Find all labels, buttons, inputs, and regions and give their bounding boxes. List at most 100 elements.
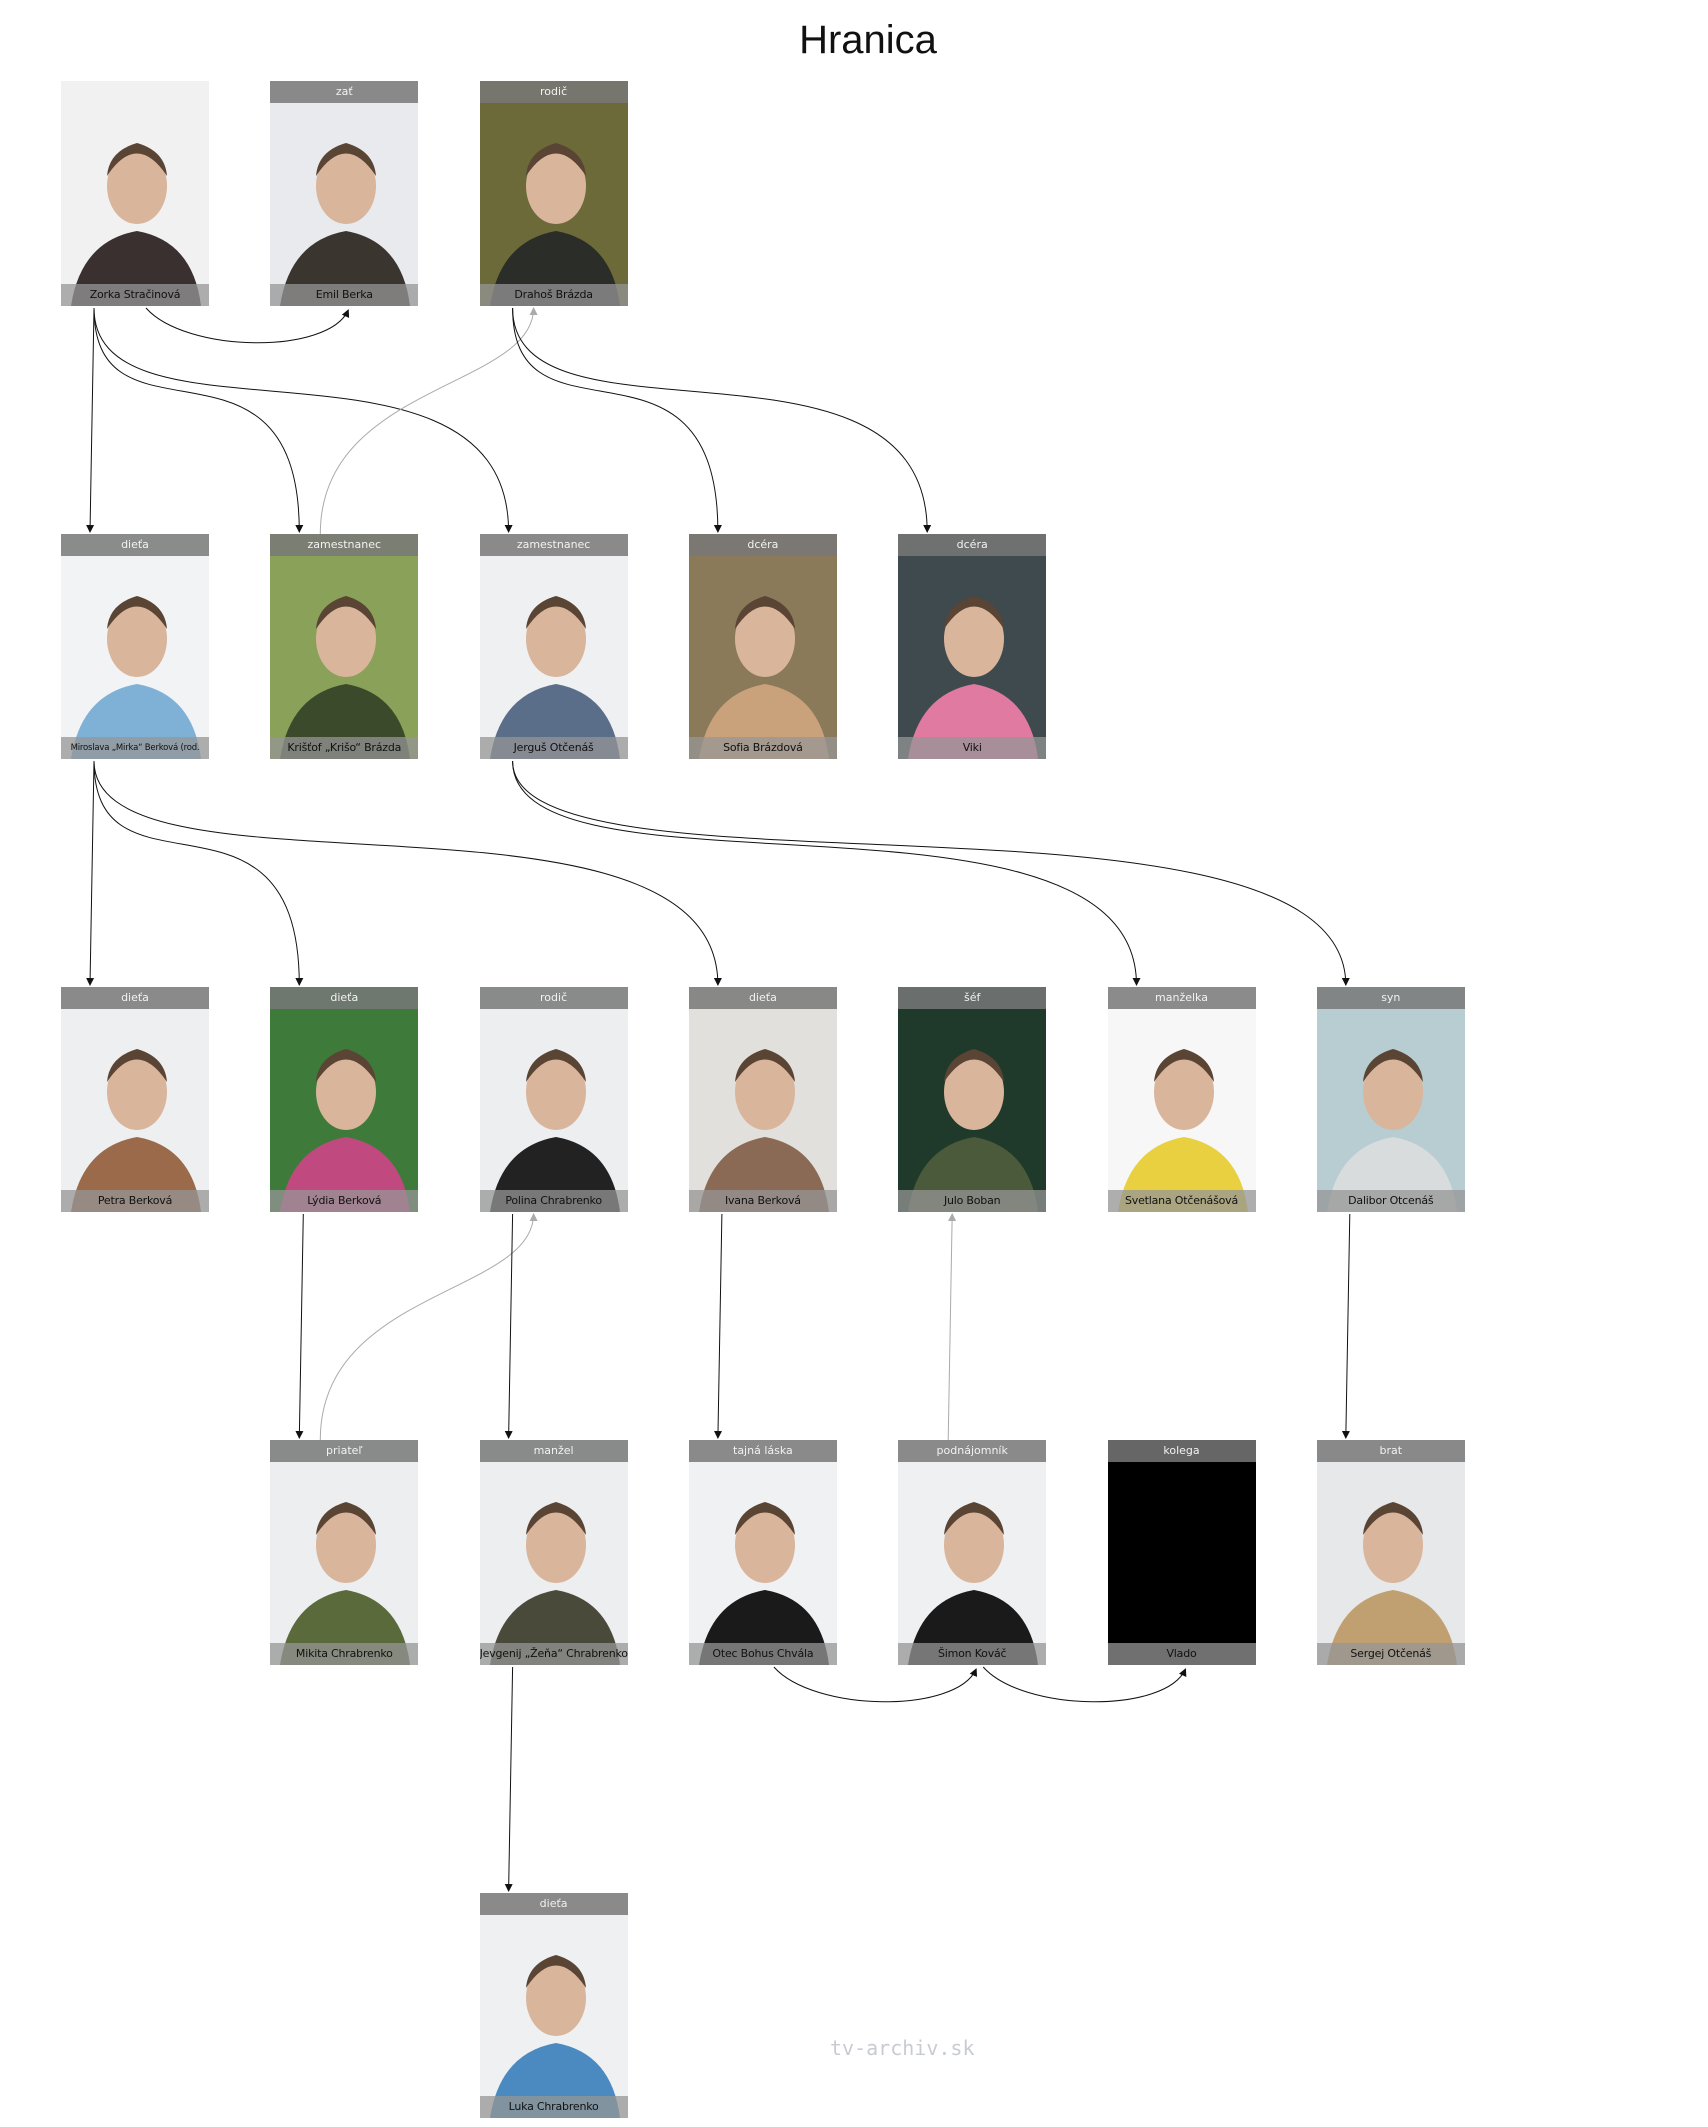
person-silhouette-icon bbox=[280, 1502, 411, 1665]
person-name: Jerguš Otčenáš bbox=[479, 737, 628, 759]
portrait-photo bbox=[61, 81, 209, 306]
relation-edge bbox=[947, 1213, 957, 1441]
portrait-photo bbox=[898, 987, 1047, 1212]
relation-edge bbox=[714, 1213, 723, 1439]
relation-edge bbox=[512, 307, 722, 533]
portrait-photo bbox=[270, 987, 419, 1212]
portrait-photo bbox=[270, 81, 419, 306]
portrait-photo bbox=[1107, 987, 1256, 1212]
person-silhouette-icon bbox=[71, 596, 201, 759]
relation-edge bbox=[512, 760, 1350, 986]
relation-edge bbox=[86, 760, 95, 986]
person-silhouette-icon bbox=[698, 596, 829, 759]
person-silhouette-icon bbox=[489, 1502, 620, 1665]
relation-edge bbox=[93, 760, 304, 986]
relation-edge bbox=[512, 760, 1141, 986]
portrait-photo bbox=[688, 534, 837, 759]
relation-edge bbox=[1341, 1213, 1351, 1439]
person-silhouette-icon bbox=[489, 143, 620, 306]
person-silhouette-icon bbox=[698, 1049, 829, 1212]
portrait-photo bbox=[479, 987, 628, 1212]
role-label: dieťa bbox=[61, 534, 209, 556]
person-silhouette-icon bbox=[1117, 1049, 1248, 1212]
person-name: Sofia Brázdová bbox=[688, 737, 837, 759]
portrait-photo bbox=[688, 1440, 837, 1665]
portrait-photo bbox=[270, 1440, 419, 1665]
person-name: Polina Chrabrenko bbox=[479, 1190, 628, 1212]
role-label: syn bbox=[1316, 987, 1465, 1009]
portrait-photo bbox=[61, 987, 209, 1212]
person-silhouette-icon bbox=[280, 143, 411, 306]
role-label: manžel bbox=[479, 1440, 628, 1462]
person-name: Petra Berková bbox=[61, 1190, 209, 1212]
role-label: dieťa bbox=[270, 987, 419, 1009]
portrait-photo bbox=[1107, 1440, 1256, 1665]
person-silhouette-icon bbox=[280, 596, 411, 759]
relation-edge bbox=[145, 307, 350, 344]
person-silhouette-icon bbox=[280, 1049, 411, 1212]
person-name: Vlado bbox=[1107, 1643, 1256, 1665]
person-silhouette-icon bbox=[908, 1502, 1039, 1665]
role-label: zamestnanec bbox=[479, 534, 628, 556]
person-silhouette-icon bbox=[489, 1955, 620, 2118]
role-label: brat bbox=[1316, 1440, 1465, 1462]
portrait-photo bbox=[479, 1893, 628, 2118]
person-name: Mikita Chrabrenko bbox=[270, 1643, 419, 1665]
role-label: dcéra bbox=[898, 534, 1047, 556]
person-silhouette-icon bbox=[489, 1049, 620, 1212]
relation-edge bbox=[86, 307, 95, 533]
person-name: Jevgenij „Žeňa“ Chrabrenko bbox=[479, 1643, 628, 1665]
person-silhouette-icon bbox=[908, 596, 1039, 759]
person-name: Otec Bohus Chvála bbox=[688, 1643, 837, 1665]
person-silhouette-icon bbox=[1326, 1049, 1457, 1212]
chart-title: Hranica bbox=[799, 18, 937, 62]
portrait-photo bbox=[270, 534, 419, 759]
portrait-photo bbox=[61, 534, 209, 759]
person-card[interactable]: Zorka Stračinová bbox=[61, 81, 209, 306]
person-name: Ivana Berková bbox=[688, 1190, 837, 1212]
person-name: Miroslava „Mirka“ Berková (rod. bbox=[61, 737, 209, 759]
relation-edge bbox=[93, 760, 722, 986]
relation-edge bbox=[504, 1213, 514, 1439]
person-silhouette-icon bbox=[908, 1049, 1039, 1212]
role-label: dieťa bbox=[479, 1893, 628, 1915]
role-label: dieťa bbox=[688, 987, 837, 1009]
relation-edge bbox=[982, 1666, 1187, 1703]
role-label: kolega bbox=[1107, 1440, 1256, 1462]
relation-edge bbox=[93, 307, 513, 533]
person-silhouette-icon bbox=[489, 596, 620, 759]
relation-edge bbox=[93, 307, 304, 533]
role-label: dieťa bbox=[61, 987, 209, 1009]
role-label: priateľ bbox=[270, 1440, 419, 1462]
person-name: Lýdia Berková bbox=[270, 1190, 419, 1212]
person-name: Dalibor Otcenáš bbox=[1316, 1190, 1465, 1212]
portrait-photo bbox=[1316, 987, 1465, 1212]
person-silhouette-icon bbox=[1326, 1502, 1457, 1665]
person-name: Viki bbox=[898, 737, 1047, 759]
role-label: rodič bbox=[479, 81, 628, 103]
relation-edge bbox=[319, 1213, 538, 1441]
person-name: Krišťof „Krišo“ Brázda bbox=[270, 737, 419, 759]
role-label: dcéra bbox=[688, 534, 837, 556]
